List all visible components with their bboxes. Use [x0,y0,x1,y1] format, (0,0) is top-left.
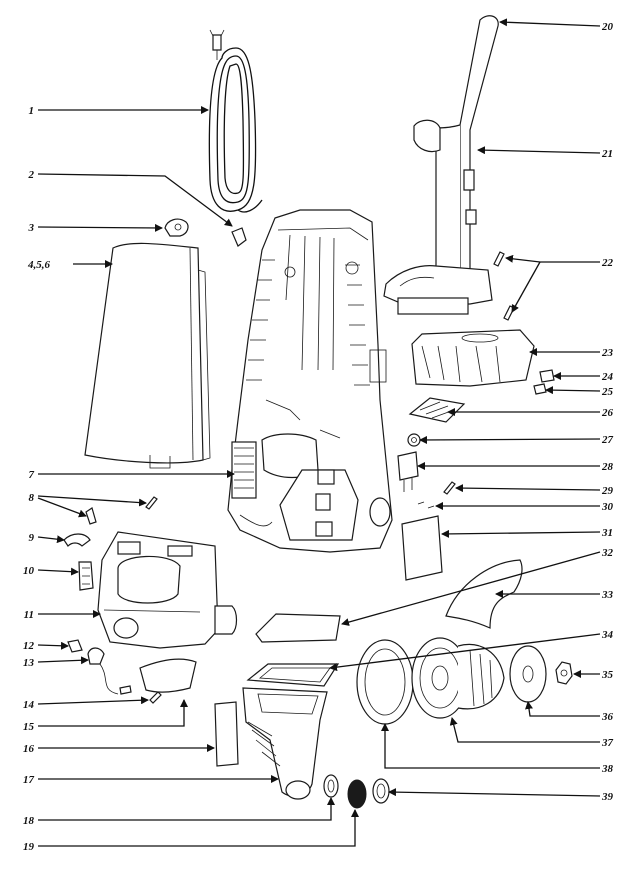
callout-labels: 1 2 3 4,5,6 7 8 9 10 11 12 13 14 15 16 1… [23,21,614,853]
callout-13: 13 [23,657,35,669]
switch-part [397,451,419,492]
callout-23: 23 [601,347,614,359]
washer-part [407,433,421,447]
end-nut-part [555,661,573,685]
filter-cover-part [445,559,523,629]
callout-2: 2 [28,169,35,181]
circuit-board-part [401,515,443,581]
dirt-cup-part [242,687,328,800]
filter-sheet-parts [246,613,341,687]
outer-bag-panel-part [84,242,211,469]
callout-10: 10 [23,565,35,577]
callout-33: 33 [601,589,614,601]
callout-35: 35 [601,669,614,681]
fan-disc-part [509,645,547,703]
callout-3: 3 [28,222,35,234]
callout-17: 17 [23,774,35,786]
callout-37: 37 [601,737,614,749]
terminal-parts [417,481,456,509]
callout-32: 32 [601,547,614,559]
seal-ring-parts [323,774,390,809]
cord-clip-part [231,227,247,247]
callout-12: 12 [23,640,35,652]
callout-21: 21 [601,148,613,160]
callout-16: 16 [23,743,35,755]
callout-29: 29 [601,485,614,497]
callout-24: 24 [601,371,614,383]
callout-39: 39 [601,791,614,803]
motor-part [411,637,505,719]
callout-4-5-6: 4,5,6 [27,259,51,271]
handle-screw-parts [493,251,515,321]
leader-lines [37,18,601,847]
callout-11: 11 [24,609,34,621]
callout-26: 26 [601,407,614,419]
handle-part [383,15,499,315]
main-housing-part [227,209,393,553]
cord-hook-part [164,218,189,237]
callout-22: 22 [601,257,614,269]
callout-9: 9 [29,532,35,544]
callout-38: 38 [601,763,614,775]
power-cord-part [208,29,263,213]
callout-27: 27 [601,434,614,446]
callout-19: 19 [23,841,35,853]
filter-panel-part [214,701,239,767]
spring-clip-part [63,533,91,547]
handle-bracket-part [411,329,535,387]
callout-18: 18 [23,815,35,827]
small-hardware-parts [67,639,197,704]
pin-parts [85,496,158,525]
callout-34: 34 [601,629,614,641]
callout-15: 15 [23,721,35,733]
motor-housing-ring-part [356,639,414,725]
callout-36: 36 [601,711,614,723]
latch-part [78,561,94,591]
callout-25: 25 [601,386,614,398]
callout-7: 7 [29,469,35,481]
exhaust-grille-part [408,397,466,423]
callout-28: 28 [601,461,614,473]
callout-30: 30 [601,501,614,513]
callout-31: 31 [601,527,613,539]
callout-20: 20 [601,21,614,33]
callout-14: 14 [23,699,35,711]
nozzle-base-part [97,531,238,649]
callout-8: 8 [29,492,35,504]
callout-1: 1 [29,105,35,117]
